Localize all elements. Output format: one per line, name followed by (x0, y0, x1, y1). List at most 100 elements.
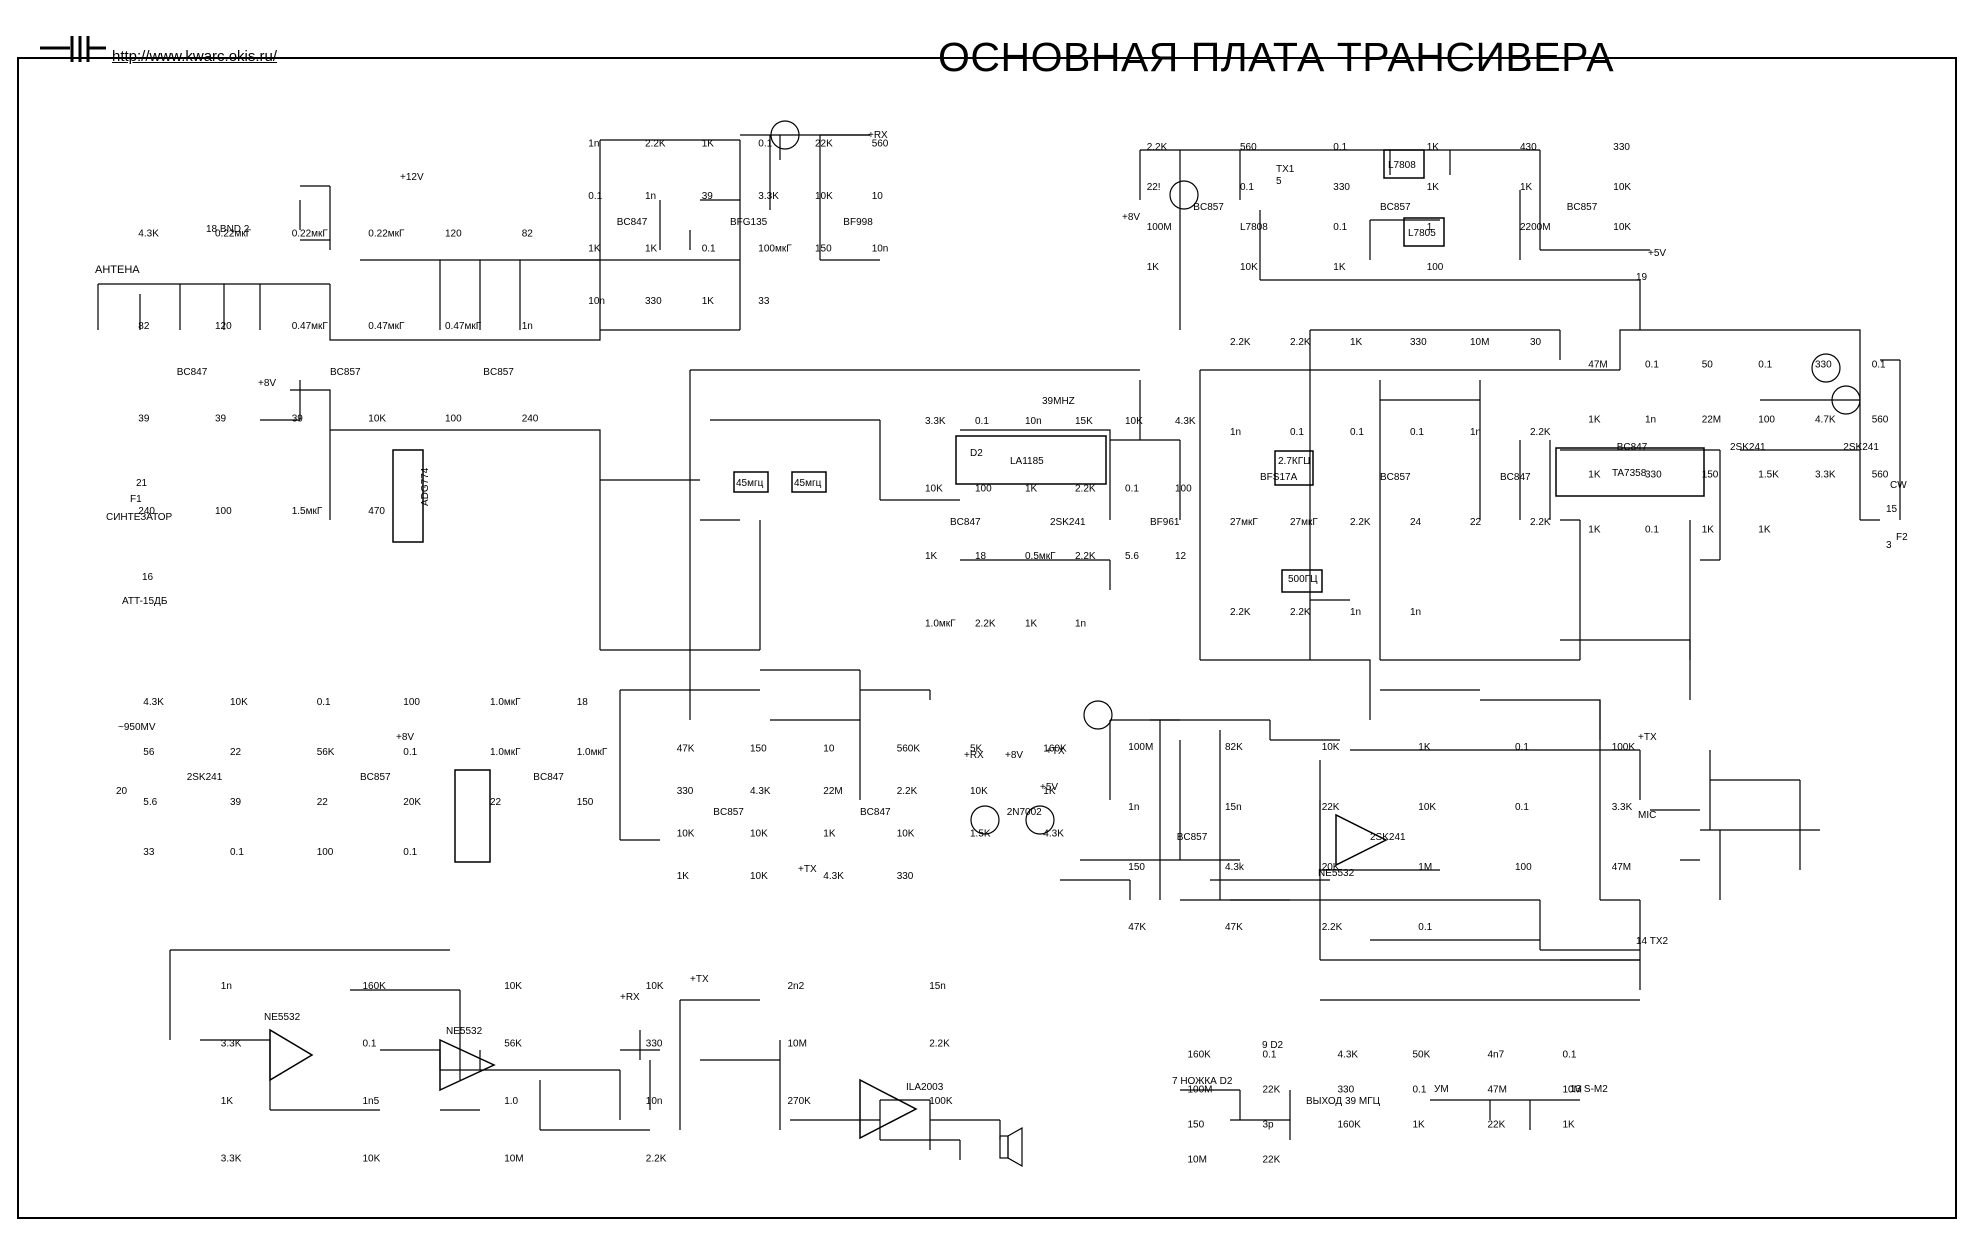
component-value-label: 1.5мкГ (292, 506, 323, 517)
pin16-label: 16 (142, 572, 154, 583)
component-value-label: 1.0мкГ (925, 618, 956, 629)
component-value-label: 10K (363, 1153, 381, 1164)
component-value-label: 560 (1872, 415, 1889, 426)
filter-45a: 45мгц (736, 478, 764, 489)
component-value-label: 20K (403, 797, 421, 808)
component-value-label: 0.22мкГ (292, 228, 329, 239)
component-value-label: 1.0 (504, 1096, 518, 1107)
component-value-label: 330 (897, 871, 914, 882)
transistor-label: BC847 (950, 517, 981, 528)
transistor-label: BC847 (860, 807, 891, 818)
component-value-label: 4.3K (1338, 1050, 1359, 1061)
component-value-label: 1K (1147, 262, 1160, 273)
component-value-label: 10K (1125, 416, 1143, 427)
ic-ne5532-a: NE5532 (264, 1012, 301, 1023)
sm2-label: 13 S-M2 (1570, 1084, 1608, 1095)
cw-label: CW (1890, 480, 1907, 491)
component-value-label: 47M (1588, 360, 1607, 371)
component-value-label: 39 (230, 797, 242, 808)
component-value-label: 50 (1702, 360, 1714, 371)
component-value-label: 50K (1413, 1050, 1431, 1061)
component-value-label: 15n (929, 981, 946, 992)
component-value-label: 5.6 (143, 797, 157, 808)
transistor-label: BC847 (1617, 442, 1648, 453)
component-value-label: 27мкГ (1290, 517, 1318, 528)
component-value-label: 2.2K (1230, 337, 1251, 348)
component-value-label: 27мкГ (1230, 517, 1258, 528)
component-value-label: 22 (1470, 517, 1482, 528)
component-value-label: 100 (975, 483, 992, 494)
component-value-label: 1K (1025, 483, 1038, 494)
ic-la1185: LA1185 (1010, 456, 1044, 467)
component-value-label: 4.3K (1175, 416, 1196, 427)
synth-label: СИНТЕЗАТОР (106, 512, 173, 523)
transistor-label: 2SK241 (187, 772, 223, 783)
component-value-label: 2.2K (645, 138, 666, 149)
vyhod-label: ВЫХОД 39 МГЦ (1306, 1096, 1381, 1107)
component-value-label: 560 (1872, 470, 1889, 481)
component-value-label: 0.22мкГ (368, 228, 405, 239)
component-value-label: 39 (138, 413, 150, 424)
component-value-label: 100мкГ (758, 243, 792, 254)
component-value-label: 1 (1427, 222, 1433, 233)
component-value-label: 1K (1427, 142, 1440, 153)
component-value-label: 56K (317, 747, 335, 758)
component-value-label: 10 (872, 191, 884, 202)
component-value-label: 0.1 (588, 191, 602, 202)
component-value-label: 1K (588, 243, 601, 254)
component-value-label: 1K (1702, 525, 1715, 536)
component-value-label: 10K (368, 413, 386, 424)
component-value-label: 10n (1025, 416, 1042, 427)
component-value-label: 22M (823, 786, 842, 797)
v8-label-a: +8V (258, 378, 276, 389)
component-value-label: 1K (1563, 1120, 1576, 1131)
component-value-label: 1K (702, 138, 715, 149)
component-value-label: 2.2K (929, 1038, 950, 1049)
component-value-label: 0.1 (1413, 1085, 1427, 1096)
component-value-label: 10K (230, 697, 248, 708)
component-value-label: 0.1 (975, 416, 989, 427)
tx-low-label: +TX (690, 974, 709, 985)
component-value-label: 3.3K (925, 416, 946, 427)
component-value-label: 56K (504, 1038, 522, 1049)
component-value-label: 1K (221, 1096, 234, 1107)
component-value-label: 100 (215, 506, 232, 517)
component-value-label: L7808 (1240, 222, 1268, 233)
component-value-label: 0.5мкГ (1025, 551, 1056, 562)
filter-45b: 45мгц (794, 478, 822, 489)
component-value-label: 10M (1563, 1085, 1582, 1096)
component-value-label: 1M (1418, 862, 1432, 873)
transistor-label: BC857 (1193, 202, 1224, 213)
component-value-label: 160K (1188, 1050, 1212, 1061)
v8-label-c: +8V (1005, 750, 1023, 761)
component-value-label: 10K (1418, 802, 1436, 813)
component-value-label: 22K (815, 138, 833, 149)
component-value-label: 4.7K (1815, 415, 1836, 426)
component-value-label: 0.1 (1563, 1050, 1577, 1061)
component-value-label: 2n2 (788, 981, 805, 992)
component-value-label: 22K (1488, 1120, 1506, 1131)
v5-label: +5V (1648, 248, 1666, 259)
component-value-label: 330 (1410, 337, 1427, 348)
site-url-link[interactable]: http://www.kwarc.okis.ru/ (112, 48, 278, 65)
mv950-label: ~950MV (118, 722, 156, 733)
component-value-label: 1n5 (363, 1096, 380, 1107)
component-value-label: 0.1 (363, 1038, 377, 1049)
component-value-label: 1.0мкГ (490, 747, 521, 758)
tx1-label: TX1 (1276, 164, 1295, 175)
component-value-label: 160K (1043, 743, 1067, 754)
component-value-label: 0.1 (317, 697, 331, 708)
component-value-label: 1n (1410, 607, 1421, 618)
component-value-label: 10n (588, 296, 605, 307)
component-value-label: 0.1 (403, 747, 417, 758)
component-value-label: 560 (872, 138, 889, 149)
component-value-label: 330 (1338, 1085, 1355, 1096)
component-value-label: 10K (1613, 222, 1631, 233)
rx-low-label: +RX (620, 992, 640, 1003)
transistor-label: BC847 (177, 367, 208, 378)
component-value-label: 82 (522, 228, 534, 239)
component-value-label: 100 (1427, 262, 1444, 273)
component-value-label: 1K (925, 551, 938, 562)
component-value-label: 150 (577, 797, 594, 808)
